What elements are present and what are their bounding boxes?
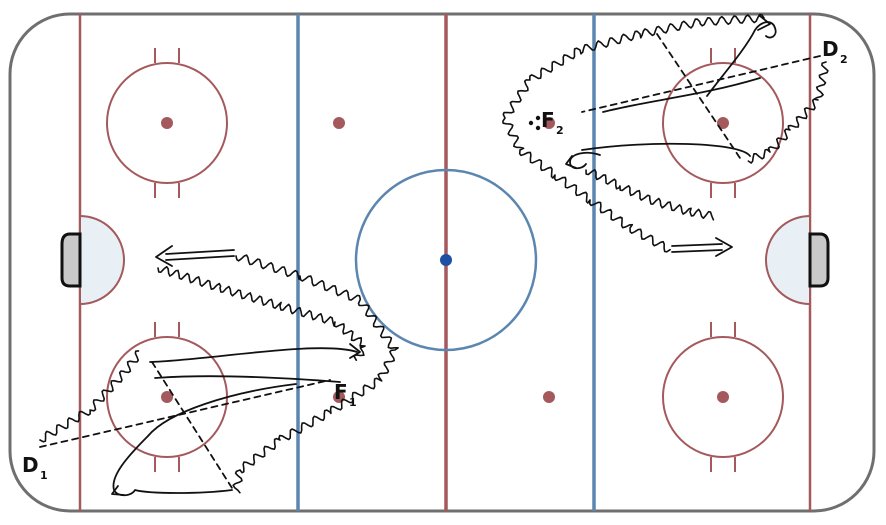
arrowhead-top-hook: [565, 155, 577, 169]
pass-line-top-right-diagonal: [656, 33, 741, 159]
player-f2-letter: F: [541, 108, 555, 132]
player-d1-subscript: 1: [40, 469, 48, 482]
player-d2: D 2: [822, 37, 848, 66]
backward-skate-arrow-right: [671, 237, 733, 257]
puck-carry-path-bottom-outer: [232, 254, 399, 494]
net-right: [808, 232, 830, 288]
arrowhead-top-loop: [757, 15, 771, 31]
puck-carry-path-top-lower: [585, 169, 715, 221]
player-d1-letter: D: [22, 453, 39, 477]
skate-path-top-2: [581, 142, 751, 157]
net-left: [60, 232, 82, 288]
pass-line-bottom-left-diagonal: [151, 361, 233, 489]
player-f1-letter: F: [334, 380, 348, 404]
skate-path-top-1: [602, 77, 761, 113]
faceoff-circle-top-left: [106, 48, 228, 198]
neutral-dot-top-right: [543, 117, 555, 129]
crease-right: [765, 214, 811, 306]
arrowhead-bottom-turn: [349, 343, 361, 359]
faceoff-dot-bottom-left: [161, 391, 173, 403]
backward-skate-arrow-left: [155, 245, 235, 267]
player-f1-subscript: 1: [349, 396, 357, 409]
skate-path-top-loop: [706, 21, 777, 97]
faceoff-dot-top-left: [161, 117, 173, 129]
neutral-dot-bottom-right: [543, 391, 555, 403]
player-f2-subscript: 2: [556, 124, 564, 137]
player-d2-letter: D: [822, 37, 839, 61]
center-faceoff-circle: [354, 168, 538, 352]
center-faceoff-dot: [440, 254, 452, 266]
puck-carry-path-bottom-left: [39, 350, 140, 443]
faceoff-dot-top-right: [717, 117, 729, 129]
pass-line-d2: [581, 55, 821, 113]
puck-carry-path-top-outer: [502, 13, 765, 253]
puck-carry-path-bottom-inner: [157, 265, 366, 361]
neutral-dot-top-left: [333, 117, 345, 129]
skate-path-bottom-1: [149, 347, 358, 363]
crease-left: [79, 214, 125, 306]
player-f2: F 2: [541, 108, 564, 137]
faceoff-dot-bottom-right: [717, 391, 729, 403]
skate-path-top-hook: [569, 151, 601, 170]
arrowhead-bottom-loop: [111, 485, 125, 496]
puck-carry-path-top-right: [747, 61, 829, 164]
faceoff-circle-bottom-right: [662, 322, 784, 472]
player-d2-subscript: 2: [840, 53, 848, 66]
player-f1: F 1: [334, 380, 357, 409]
player-d1: D 1: [22, 453, 48, 482]
skate-path-bottom-loop: [112, 383, 297, 497]
f2-puck-marks: [528, 120, 534, 126]
skate-path-bottom-2: [154, 375, 341, 383]
